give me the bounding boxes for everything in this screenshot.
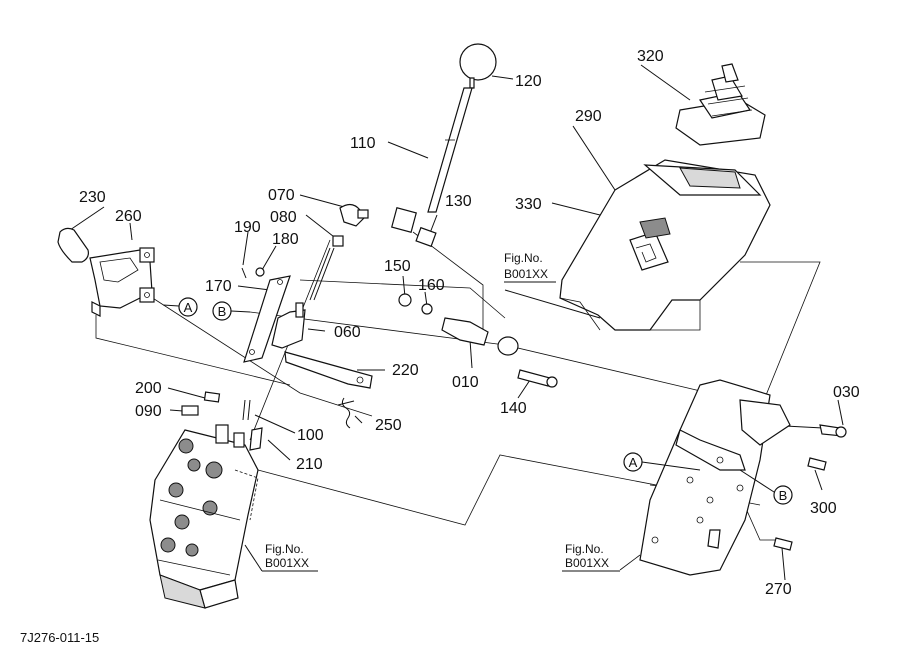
part-label-150: 150 (384, 258, 411, 275)
part-label-120: 120 (515, 73, 542, 90)
fig-ref-top: Fig.No. B001XX (504, 251, 556, 283)
bracket-plate (639, 379, 847, 576)
part-label-030: 030 (833, 384, 860, 401)
callout-b-left: B (212, 301, 251, 321)
svg-text:Fig.No.: Fig.No. (565, 542, 604, 556)
console-cover (559, 63, 771, 331)
part-label-230: 230 (79, 189, 106, 206)
part-label-320: 320 (637, 48, 664, 65)
part-label-300: 300 (810, 500, 837, 517)
part-label-140: 140 (500, 400, 527, 417)
fig-ref-right: Fig.No. B001XX (562, 542, 620, 572)
svg-text:B: B (779, 488, 788, 503)
part-label-290: 290 (575, 108, 602, 125)
svg-text:A: A (629, 455, 638, 470)
part-label-270: 270 (765, 581, 792, 598)
svg-text:B001XX: B001XX (265, 556, 309, 570)
part-label-250: 250 (375, 417, 402, 434)
part-label-070: 070 (268, 187, 295, 204)
part-label-130: 130 (445, 193, 472, 210)
part-label-010: 010 (452, 374, 479, 391)
part-label-090: 090 (135, 403, 162, 420)
hand-lever-assembly (57, 227, 155, 317)
drawing-number: 7J276-011-15 (20, 630, 99, 645)
svg-text:B: B (218, 304, 227, 319)
svg-text:A: A (184, 300, 193, 315)
part-label-200: 200 (135, 380, 162, 397)
callout-a-right: A (623, 452, 701, 472)
callout-a-left: A (162, 297, 198, 317)
part-label-160: 160 (418, 277, 445, 294)
part-label-190: 190 (234, 219, 261, 236)
part-label-100: 100 (297, 427, 324, 444)
part-label-220: 220 (392, 362, 419, 379)
svg-text:B001XX: B001XX (565, 556, 609, 570)
part-label-210: 210 (296, 456, 323, 473)
fig-ref-left: Fig.No. B001XX (244, 542, 318, 572)
control-valve-body (149, 424, 259, 609)
part-label-180: 180 (272, 231, 299, 248)
svg-text:Fig.No.: Fig.No. (504, 251, 543, 265)
part-label-260: 260 (115, 208, 142, 225)
linkage-parts (181, 267, 373, 451)
svg-text:Fig.No.: Fig.No. (265, 542, 304, 556)
part-label-330: 330 (515, 196, 542, 213)
callout-b-right: B (739, 469, 793, 505)
part-label-060: 060 (334, 324, 361, 341)
svg-text:B001XX: B001XX (504, 267, 548, 281)
shift-lever (309, 43, 497, 301)
part-label-080: 080 (270, 209, 297, 226)
part-label-170: 170 (205, 278, 232, 295)
part-number-labels: 120 110 070 080 130 190 180 230 260 170 … (79, 48, 860, 598)
part-label-110: 110 (350, 135, 376, 152)
swivel-joint (398, 293, 558, 388)
